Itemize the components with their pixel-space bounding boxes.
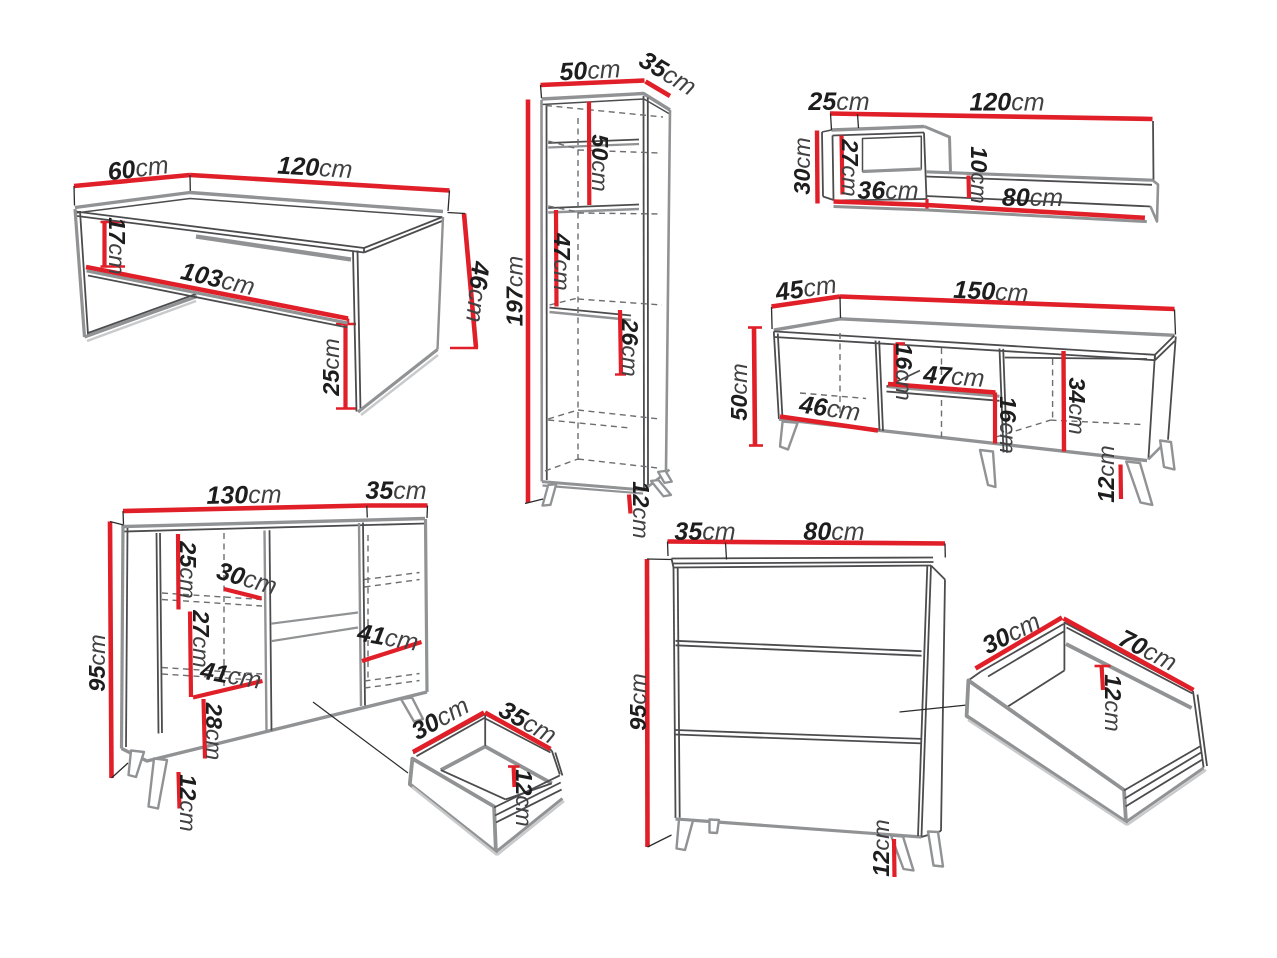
svg-text:10cm: 10cm	[966, 146, 992, 203]
svg-text:45cm: 45cm	[773, 271, 838, 307]
svg-text:95cm: 95cm	[84, 634, 110, 691]
svg-text:50cm: 50cm	[726, 363, 752, 420]
svg-text:50cm: 50cm	[559, 55, 622, 86]
svg-text:46cm: 46cm	[797, 390, 862, 426]
svg-text:47cm: 47cm	[549, 232, 575, 290]
svg-text:25cm: 25cm	[318, 338, 344, 396]
svg-text:16cm: 16cm	[995, 396, 1021, 453]
svg-text:30cm: 30cm	[789, 137, 815, 194]
svg-text:28cm: 28cm	[201, 702, 227, 760]
svg-text:34cm: 34cm	[1064, 377, 1090, 434]
svg-text:35cm: 35cm	[365, 477, 426, 505]
svg-text:120cm: 120cm	[969, 88, 1044, 116]
svg-text:47cm: 47cm	[921, 361, 985, 393]
svg-text:27cm: 27cm	[188, 609, 214, 667]
svg-text:12cm: 12cm	[511, 769, 537, 826]
svg-text:60cm: 60cm	[106, 151, 170, 186]
svg-text:36cm: 36cm	[857, 177, 918, 205]
svg-text:95cm: 95cm	[625, 673, 651, 730]
svg-text:35cm: 35cm	[674, 518, 735, 546]
svg-text:17cm: 17cm	[104, 217, 130, 274]
svg-text:12cm: 12cm	[175, 774, 201, 831]
svg-text:27cm: 27cm	[837, 138, 863, 196]
svg-text:120cm: 120cm	[277, 151, 354, 184]
svg-text:12cm: 12cm	[1100, 674, 1126, 731]
svg-text:12cm: 12cm	[628, 481, 654, 538]
svg-text:46cm: 46cm	[460, 259, 494, 324]
svg-text:41cm: 41cm	[197, 656, 263, 694]
svg-text:12cm: 12cm	[868, 819, 894, 876]
svg-text:12cm: 12cm	[1093, 445, 1119, 502]
svg-text:150cm: 150cm	[953, 276, 1029, 308]
svg-text:25cm: 25cm	[807, 88, 869, 116]
svg-text:197cm: 197cm	[502, 256, 528, 327]
svg-text:50cm: 50cm	[587, 134, 613, 191]
svg-text:41cm: 41cm	[354, 618, 420, 656]
svg-text:26cm: 26cm	[617, 318, 643, 376]
svg-text:16cm: 16cm	[891, 343, 917, 400]
svg-text:80cm: 80cm	[1002, 184, 1063, 212]
svg-text:130cm: 130cm	[206, 481, 282, 510]
svg-text:25cm: 25cm	[175, 540, 201, 598]
svg-text:80cm: 80cm	[803, 518, 864, 546]
